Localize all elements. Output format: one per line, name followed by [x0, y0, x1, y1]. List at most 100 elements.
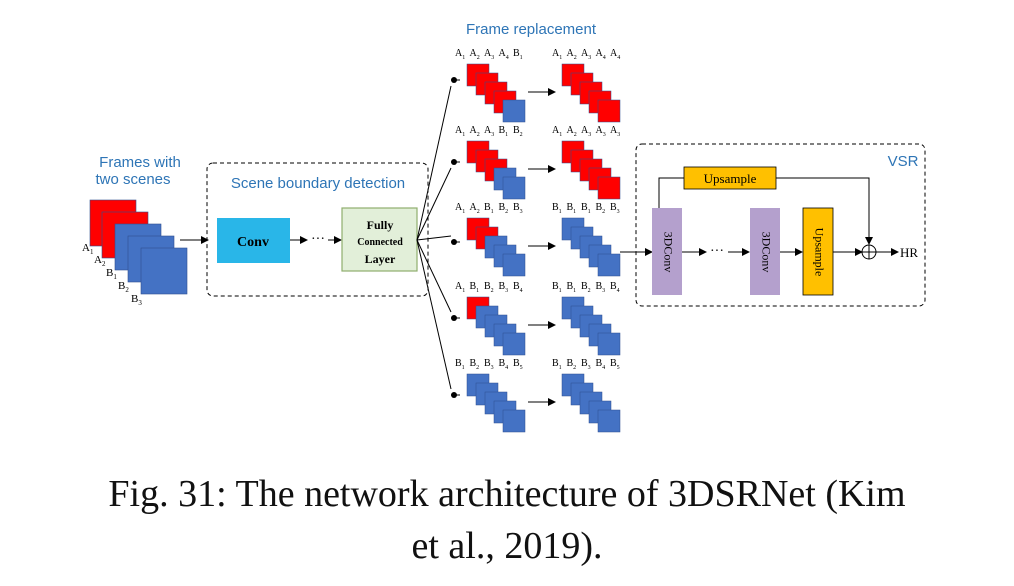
input-label-a1: A1 — [82, 242, 94, 256]
row-1-after-label-1: A1 — [552, 48, 562, 61]
row-1-before-stack-frame-5 — [502, 99, 526, 123]
row-5-after-stack — [561, 373, 621, 433]
row-1-after-stack — [561, 63, 621, 123]
row-2-before-label-5: B2 — [513, 125, 523, 138]
input-frame-stack — [89, 199, 188, 295]
row-3-before-label-1: A1 — [455, 202, 465, 215]
row-1-before-label-5: B1 — [513, 48, 523, 61]
input-label-a2: A2 — [94, 254, 106, 268]
caption-line-2: et al., 2019). — [411, 525, 603, 567]
row-4-before-stack — [466, 296, 526, 356]
row-5-before-label-2: B2 — [470, 358, 480, 371]
conv-label: Conv — [237, 235, 269, 250]
row-5-before-label-1: B1 — [455, 358, 465, 371]
row-4-before-label-4: B3 — [499, 281, 509, 294]
row-3-after-stack — [561, 217, 621, 277]
row-3-before-stack — [466, 217, 526, 277]
fan-dot-1 — [451, 77, 457, 83]
row-1-before-label-3: A3 — [484, 48, 494, 61]
fan-dot-2 — [451, 159, 457, 165]
fan-line-1 — [416, 85, 452, 241]
fan-line-3 — [416, 235, 452, 241]
row-1-after-label-5: A4 — [610, 48, 620, 61]
vsr-ellipsis: ··· — [710, 244, 724, 259]
row-1-before-label-4: A4 — [499, 48, 509, 61]
row-3-before-label-2: A2 — [470, 202, 480, 215]
fc-label-line3: Layer — [365, 252, 396, 266]
row-4-before-label-5: B4 — [513, 281, 523, 294]
conv-block — [217, 218, 290, 263]
row-5-before-label-5: B5 — [513, 358, 523, 371]
row-5-after-label-4: B4 — [596, 358, 606, 371]
row-5-after-label-3: B3 — [581, 358, 591, 371]
row-5-after-label-2: B2 — [567, 358, 577, 371]
row-2-before-stack — [466, 140, 526, 200]
fan-dot-5 — [451, 392, 457, 398]
row-5-before-label-3: B3 — [484, 358, 494, 371]
conv3d-label-2: 3DConv — [759, 232, 773, 273]
row-2-after-label-4: A3 — [596, 125, 606, 138]
row-1-before-stack — [466, 63, 526, 123]
frame-replacement-title: Frame replacement — [466, 21, 597, 38]
vsr-title: VSR — [888, 153, 919, 170]
input-label-b3: B3 — [131, 293, 142, 307]
row-5-before-label-4: B4 — [499, 358, 509, 371]
row-4-after-label-3: B2 — [581, 281, 591, 294]
row-4-after-stack — [561, 296, 621, 356]
fc-block — [341, 207, 418, 272]
figure-caption: Fig. 31: The network architecture of 3DS… — [0, 468, 1014, 572]
upsample-vertical-block — [802, 207, 834, 296]
row-3-after-label-5: B3 — [610, 202, 620, 215]
row-2-before-stack-frame-5 — [502, 176, 526, 200]
skip-line-right — [776, 177, 873, 245]
fan-line-4 — [416, 239, 452, 313]
row-4-after-stack-frame-5 — [597, 332, 621, 356]
fc-label-line2: Connected — [357, 237, 403, 248]
row-3-before-label-4: B2 — [499, 202, 509, 215]
row-4-after-label-4: B3 — [596, 281, 606, 294]
row-2-after-stack — [561, 140, 621, 200]
fan-out-arrows — [416, 77, 460, 398]
row-4-before-stack-frame-5 — [502, 332, 526, 356]
row-2-before-label-4: B1 — [499, 125, 509, 138]
skip-line-left — [658, 177, 684, 208]
row-3-before-stack-frame-5 — [502, 253, 526, 277]
row-2-after-label-1: A1 — [552, 125, 562, 138]
conv3d-block-1 — [652, 208, 682, 295]
row-2-after-stack-frame-5 — [597, 176, 621, 200]
upsample-vertical-label: Upsample — [812, 228, 826, 277]
row-5-after-label-1: B1 — [552, 358, 562, 371]
input-title-line2: two scenes — [95, 171, 170, 188]
row-3-after-label-3: B1 — [581, 202, 591, 215]
row-1-after-stack-frame-5 — [597, 99, 621, 123]
row-4-before-label-1: A1 — [455, 281, 465, 294]
row-2-after-label-5: A3 — [610, 125, 620, 138]
upsample-top-label: Upsample — [704, 171, 757, 186]
row-3-before-label-5: B3 — [513, 202, 523, 215]
row-1-after-label-3: A3 — [581, 48, 591, 61]
row-3-after-label-1: B1 — [552, 202, 562, 215]
fc-label-line1: Fully — [367, 218, 394, 232]
row-2-before-label-3: A3 — [484, 125, 494, 138]
row-3-after-label-2: B1 — [567, 202, 577, 215]
row-4-before-label-3: B2 — [484, 281, 494, 294]
caption-line-1: Fig. 31: The network architecture of 3DS… — [108, 473, 906, 515]
row-1-before-label-1: A1 — [455, 48, 465, 61]
row-4-after-label-1: B1 — [552, 281, 562, 294]
row-1-after-label-2: A2 — [567, 48, 577, 61]
fan-dot-3 — [451, 239, 457, 245]
fan-line-2 — [416, 167, 452, 241]
row-2-before-label-1: A1 — [455, 125, 465, 138]
row-3-before-label-3: B1 — [484, 202, 494, 215]
scene-detection-title: Scene boundary detection — [231, 175, 405, 192]
output-hr-label: HR — [900, 245, 918, 260]
row-1-before-label-2: A2 — [470, 48, 480, 61]
row-4-after-label-2: B1 — [567, 281, 577, 294]
row-5-after-stack-frame-5 — [597, 409, 621, 433]
row-2-after-label-2: A2 — [567, 125, 577, 138]
